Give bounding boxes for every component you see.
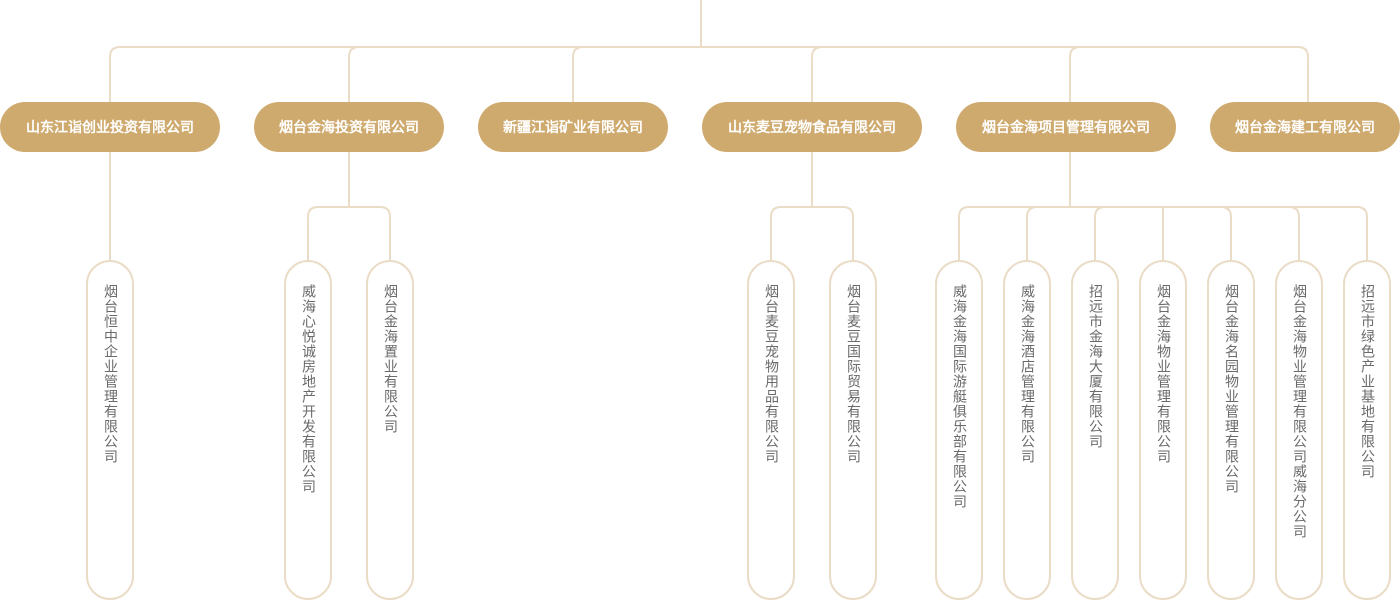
subsidiary-node[interactable]: 烟台金海物业管理有限公司	[1139, 260, 1187, 600]
branch-line	[811, 46, 823, 102]
subsidiary-label: 招远市金海大厦有限公司	[1087, 284, 1103, 449]
subsidiary-label: 烟台金海置业有限公司	[382, 284, 398, 434]
subsidiary-label: 威海金海酒店管理有限公司	[1019, 284, 1035, 464]
subsidiary-label: 威海金海国际游艇俱乐部有限公司	[951, 284, 967, 509]
subsidiary-node[interactable]: 招远市绿色产业基地有限公司	[1343, 260, 1391, 600]
subsidiary-node[interactable]: 招远市金海大厦有限公司	[1071, 260, 1119, 600]
branch-line	[770, 206, 854, 260]
subsidiary-label: 烟台金海物业管理有限公司威海分公司	[1291, 284, 1307, 539]
company-node[interactable]: 烟台金海建工有限公司	[1210, 102, 1400, 152]
subsidiary-label: 招远市绿色产业基地有限公司	[1359, 284, 1375, 479]
subsidiary-node[interactable]: 烟台金海名园物业管理有限公司	[1207, 260, 1255, 600]
subsidiary-label: 烟台麦豆宠物用品有限公司	[763, 284, 779, 464]
subsidiary-node[interactable]: 烟台麦豆宠物用品有限公司	[747, 260, 795, 600]
subsidiary-label: 烟台麦豆国际贸易有限公司	[845, 284, 861, 464]
subsidiary-node[interactable]: 烟台金海物业管理有限公司威海分公司	[1275, 260, 1323, 600]
level1-bus	[109, 46, 1309, 102]
subsidiary-node[interactable]: 威海金海国际游艇俱乐部有限公司	[935, 260, 983, 600]
branch-line	[1026, 206, 1300, 260]
subsidiary-label: 烟台恒中企业管理有限公司	[102, 284, 118, 464]
subsidiary-node[interactable]: 威海金海酒店管理有限公司	[1003, 260, 1051, 600]
subsidiary-node[interactable]: 烟台金海置业有限公司	[366, 260, 414, 600]
subsidiary-label: 烟台金海名园物业管理有限公司	[1223, 284, 1239, 494]
company-node[interactable]: 山东江诣创业投资有限公司	[0, 102, 220, 152]
subsidiary-node[interactable]: 烟台麦豆国际贸易有限公司	[829, 260, 877, 600]
branch-line	[572, 46, 584, 102]
subsidiary-node[interactable]: 威海心悦诚房地产开发有限公司	[284, 260, 332, 600]
subsidiary-label: 烟台金海物业管理有限公司	[1155, 284, 1171, 464]
subsidiary-node[interactable]: 烟台恒中企业管理有限公司	[86, 260, 134, 600]
company-node[interactable]: 山东麦豆宠物食品有限公司	[702, 102, 922, 152]
subsidiary-label: 威海心悦诚房地产开发有限公司	[300, 284, 316, 494]
branch-line	[1069, 46, 1081, 102]
branch-line	[307, 206, 391, 260]
company-node[interactable]: 新疆江诣矿业有限公司	[478, 102, 668, 152]
branch-line	[348, 46, 360, 102]
company-node[interactable]: 烟台金海项目管理有限公司	[956, 102, 1176, 152]
company-node[interactable]: 烟台金海投资有限公司	[254, 102, 444, 152]
